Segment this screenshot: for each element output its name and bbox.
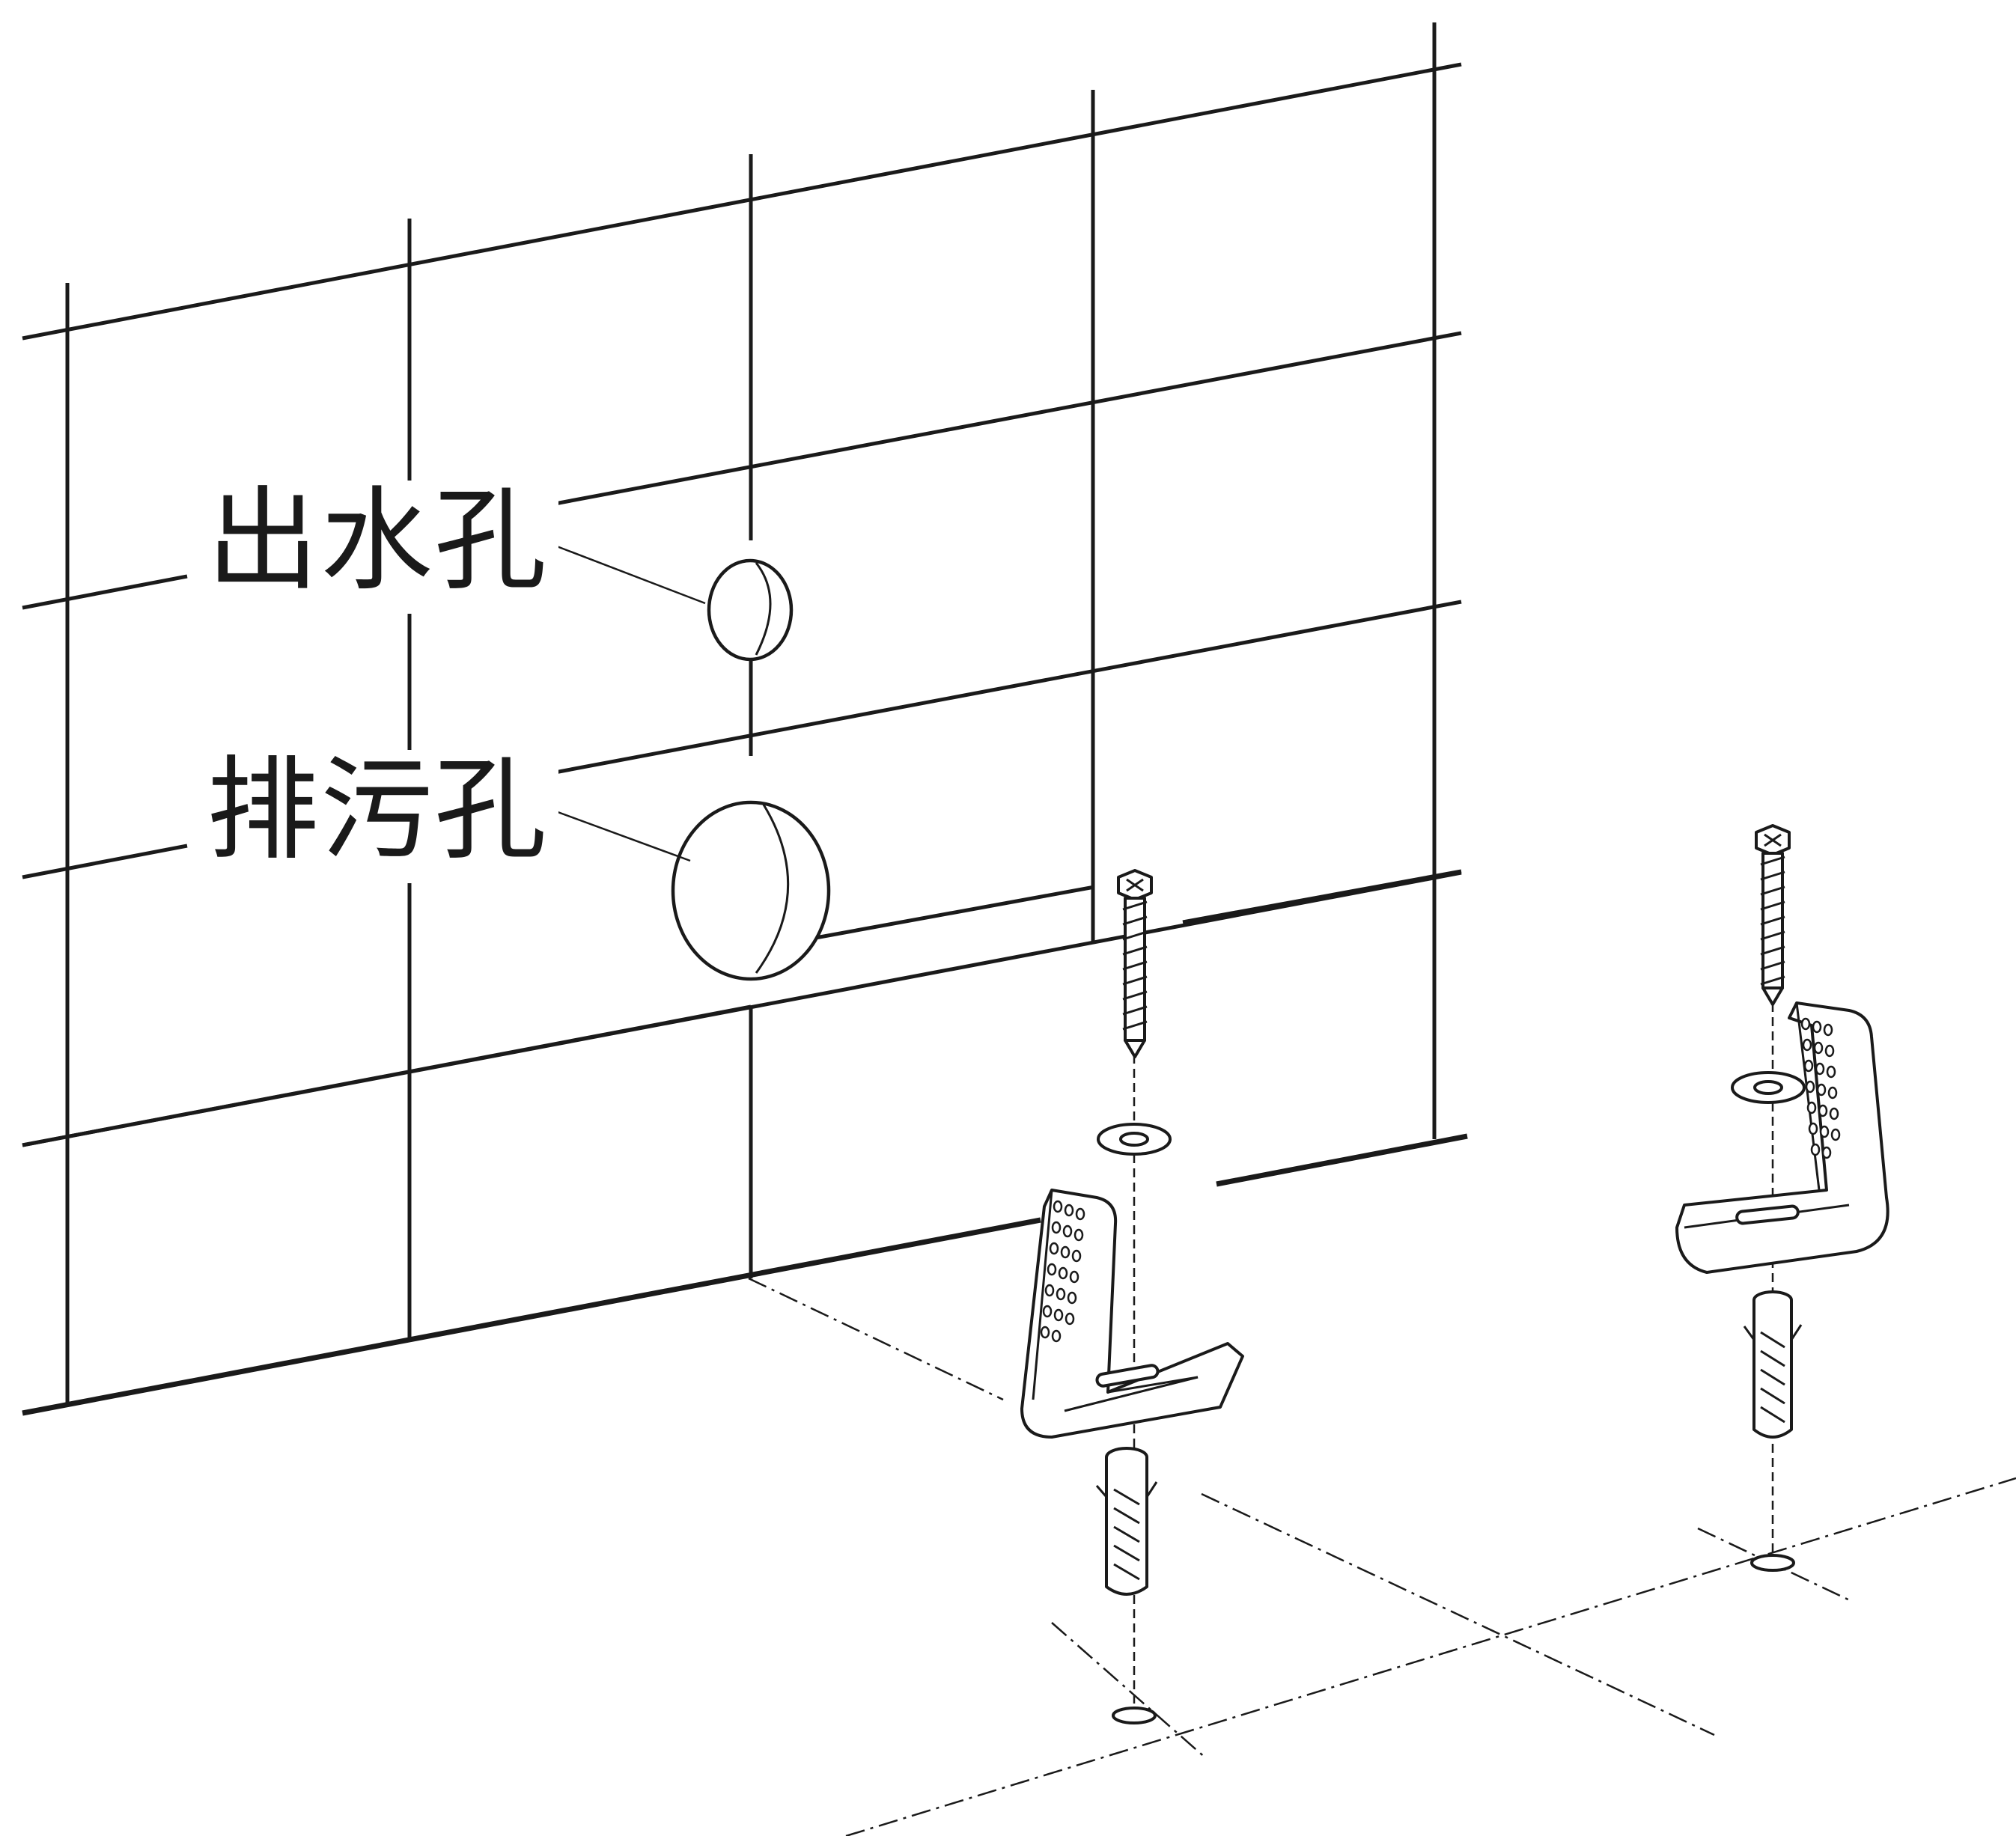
washer (1731, 1071, 1806, 1104)
wall-plug (1743, 1290, 1803, 1439)
fixing-set-left (1020, 869, 1244, 1724)
floor-drill-hole (1750, 1554, 1795, 1572)
water-outlet-leader (537, 537, 706, 605)
l-bracket (1675, 1001, 1889, 1274)
fixing-set-right (1675, 824, 1889, 1572)
water-outlet-hole (707, 558, 794, 662)
screw (1117, 869, 1153, 1058)
drain-outlet-hole (671, 800, 831, 981)
wall-tile-grid (22, 22, 1468, 1416)
washer (1097, 1123, 1172, 1156)
drain-outlet-label: 排污孔 (196, 750, 559, 874)
floor-drill-hole (1112, 1707, 1157, 1724)
screw (1755, 824, 1791, 1006)
floor-guide-lines (748, 1277, 2016, 1836)
l-bracket (1020, 1189, 1244, 1439)
drain-outlet-leader (537, 803, 691, 862)
wall-plug (1095, 1447, 1158, 1596)
tile-line (22, 1004, 752, 1147)
water-outlet-label: 出水孔 (196, 481, 559, 605)
